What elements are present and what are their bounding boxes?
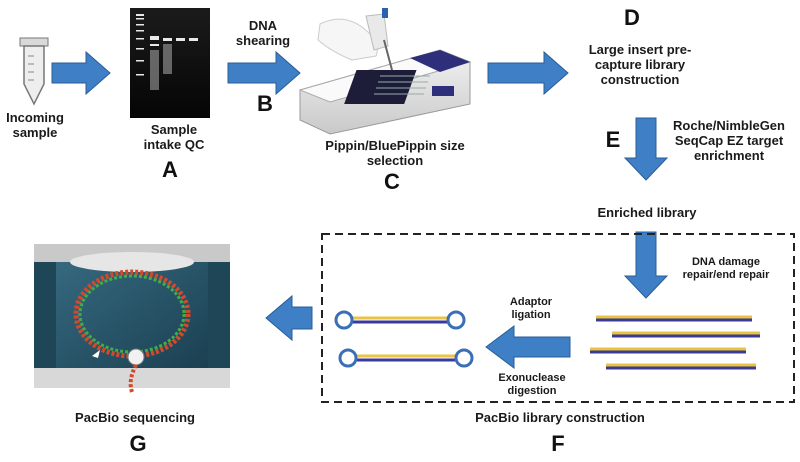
dna-damage-label: DNA damage repair/end repair (682, 256, 770, 281)
smrtbell-templates (334, 310, 474, 368)
dna-fragments (590, 315, 760, 370)
sample-intake-qc-label: Sample intake QC (143, 122, 205, 152)
large-insert-label: Large insert pre-capture library constru… (588, 42, 692, 87)
step-g-label: G (129, 431, 147, 456)
pacbio-sequencing-label: PacBio sequencing (75, 410, 195, 425)
pacbio-library-label: PacBio library construction (475, 410, 645, 425)
exonuclease-label: Exonuclease digestion (498, 372, 566, 397)
step-b-label: B (257, 91, 273, 116)
enriched-library-label: Enriched library (597, 205, 697, 220)
pacbio-library-box (321, 233, 795, 403)
pippin-label: Pippin/BluePippin size selection (325, 138, 465, 168)
adaptor-ligation-label: Adaptor ligation (509, 296, 553, 321)
arrow-down-1 (623, 117, 669, 181)
pacbio-sequencing-image (34, 244, 230, 393)
incoming-sample-label: Incoming sample (6, 110, 64, 140)
sample-tube-icon (19, 37, 49, 106)
step-a-label: A (162, 157, 178, 182)
arrow-2 (227, 50, 301, 96)
step-c-label: C (384, 169, 400, 194)
step-f-label: F (551, 431, 565, 456)
gel-image (130, 8, 210, 118)
arrow-down-2 (623, 231, 669, 299)
arrow-3 (487, 50, 569, 96)
roche-label: Roche/NimbleGen SeqCap EZ target enrichm… (673, 118, 785, 163)
step-e-label: E (605, 127, 621, 152)
arrow-1 (51, 50, 111, 96)
arrow-left-2 (265, 294, 313, 342)
step-d-label: D (624, 5, 640, 30)
dna-shearing-label: DNA shearing (235, 18, 291, 48)
pippin-instrument-image (298, 8, 472, 135)
arrow-left-1 (485, 325, 571, 369)
